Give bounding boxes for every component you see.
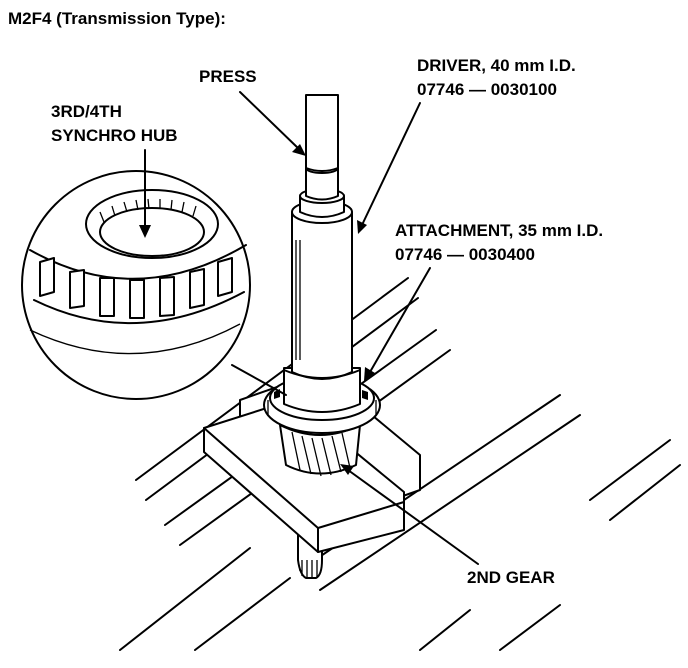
synchro-hub-label-line2: SYNCHRO HUB	[51, 126, 178, 145]
page-title: M2F4 (Transmission Type):	[8, 9, 226, 28]
synchro-hub-detail-circle	[21, 170, 251, 400]
driver-label: DRIVER, 40 mm I.D.	[417, 56, 576, 75]
driver-part-number: 07746 — 0030100	[417, 80, 557, 99]
synchro-hub-label-line1: 3RD/4TH	[51, 102, 122, 121]
leader-lines	[139, 91, 479, 565]
attachment-label: ATTACHMENT, 35 mm I.D.	[395, 221, 604, 240]
press-label: PRESS	[199, 67, 257, 86]
attachment-part-number: 07746 — 0030400	[395, 245, 535, 264]
driver-tool	[283, 94, 361, 413]
second-gear-label: 2ND GEAR	[467, 568, 555, 587]
second-gear	[279, 424, 361, 477]
